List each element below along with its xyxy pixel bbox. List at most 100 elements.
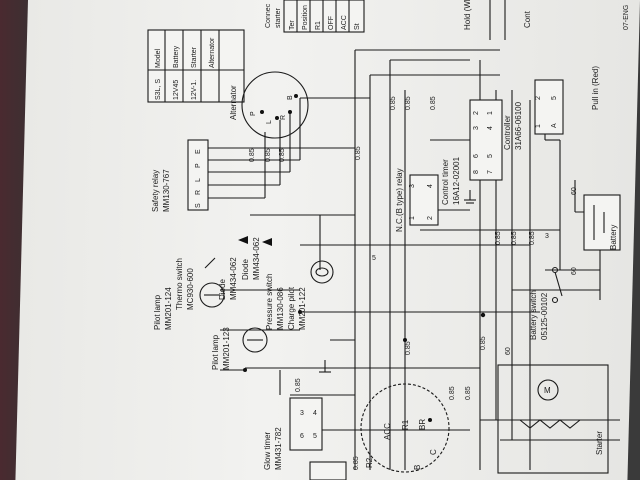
diode-a-label: Diode [218,279,227,300]
timer-terminal-5: 5 [487,154,494,158]
alternator: Alternator P L R B [229,71,309,139]
spec-value-starter: 12V-1. [191,80,198,100]
diode-b: Diode MM434-062 [241,237,272,280]
nc-relay-label: N.C.(B type) relay [395,168,404,232]
glow-timer-part: MM431-782 [274,427,283,470]
starter: M Starter [497,364,609,474]
charge-pilot-label: Charge pilot [287,286,296,330]
diode-a-part: MM434-062 [229,257,238,300]
wire-label: 60 [571,267,578,275]
nc-relay: N.C.(B type) relay 3 4 1 2 [395,168,439,232]
controller-terminal-5: 5 [551,96,558,100]
battery: Battery [583,194,621,251]
conn-table-title: Connec [265,3,272,28]
pull-in-label: Pull in (Red) [591,66,600,110]
safety-relay: Safety relay MM130-767 S R L P E [151,139,240,212]
control-timer: Control timer 16A12-02001 2 1 3 4 6 5 8 … [441,99,503,205]
spec-table: Model Battery Starter Alternator S3L, S … [147,29,245,103]
wire-label: 0.85 [511,231,518,245]
corner-label: 07-ENG [623,5,630,30]
wire-label: 0.85 [405,96,412,110]
battery-label: Battery [609,225,618,250]
pressure-switch-part: MM130-086 [276,287,285,330]
wire-label: 0.85 [430,96,437,110]
spec-row-model: Model [155,48,162,68]
timer-terminal-4: 4 [487,126,494,130]
key-terminal-br: BR [418,419,427,430]
starter-label: Starter [595,431,604,455]
conn-row-5: St [354,23,361,30]
conn-row-4: ACC [341,15,348,30]
wire-label: 0.85 [480,336,487,350]
alt-terminal-r: R [280,115,287,120]
motor-letter: M [544,386,551,395]
pilot-lamp-b-part: MM201-123 [222,327,231,370]
thermo-switch-part: MC930-600 [186,268,195,310]
relay-terminal-2: 2 [427,216,434,220]
battery-switch-part: 05125-00102 [540,292,549,340]
conn-table-subtitle: starter [275,7,282,28]
wire-label: 0.85 [465,386,472,400]
glow-terminal-6: 6 [300,433,304,440]
key-terminal-b: B [413,465,422,470]
pilot-lamp-thermo: Pilot lamp MM201-123 [211,327,268,370]
thermo-switch-label: Thermo switch [175,258,184,310]
spec-row-alternator: Alternator [209,37,216,68]
pilot-lamp-a-part: MM201-124 [164,287,173,330]
key-terminal-c: C [429,449,438,455]
key-switch: ACC R1 BR R2 B C [360,383,450,473]
glow-terminal-3: 3 [300,410,304,417]
ground-symbols [319,190,476,373]
controller-part: 31A66-06100 [514,101,523,150]
timer-terminal-3: 3 [473,126,480,130]
relay-terminal-3: 3 [409,184,416,188]
key-terminal-acc: ACC [383,423,392,440]
wire-label: 0.85 [449,386,456,400]
safety-relay-top-l: L [195,178,202,182]
safety-relay-part: MM130-767 [162,169,171,212]
glow-timer-label: Glow timer [263,431,272,470]
key-terminal-r2: R2 [365,457,374,468]
controller: Controller 31A66-06100 2 5 1 A Pull in (… [463,0,630,150]
wire-label: 3 [545,233,549,240]
diode-a: Diode MM434-062 [218,236,248,300]
wire-label: 0.85 [279,148,286,162]
wire-label: 0.85 [265,148,272,162]
spec-value-battery: 12V45 [173,80,180,100]
relay-terminal-1: 1 [409,216,416,220]
alt-terminal-b: B [287,95,294,100]
conn-row-1: Position [302,5,309,30]
glow-terminal-4: 4 [313,410,317,417]
timer-terminal-7: 7 [487,170,494,174]
glow-terminal-5: 5 [313,433,317,440]
controller-terminal-1: 1 [535,124,542,128]
controller-terminal-2: 2 [535,96,542,100]
timer-terminal-2: 2 [473,111,480,115]
relay-terminal-4: 4 [427,184,434,188]
wires [220,0,620,470]
thermo-switch: Thermo switch MC930-600 [175,257,216,310]
pressure-switch-label: Pressure switch [265,274,274,330]
conn-row-3: OFF [328,16,335,30]
spec-value-model: S3L, S [155,79,162,100]
wire-label: 60 [571,187,578,195]
safety-relay-top-r: R [195,190,202,195]
cont-label: Cont [523,10,532,28]
glow-timer: Glow timer MM431-782 3 4 6 5 [263,397,347,480]
spec-row-starter: Starter [191,46,198,68]
control-timer-part: 16A12-02001 [452,156,461,205]
charge-lamp [310,260,334,284]
alt-terminal-p: P [250,111,257,116]
diode-b-label: Diode [241,259,250,280]
pilot-lamp-a-label: Pilot lamp [153,294,162,330]
wire-label: 0.85 [295,378,302,392]
battery-switch: Battery switch 05125-00102 [529,266,563,340]
charge-pilot-part: MM201-122 [298,287,307,330]
pilot-lamp-b-label: Pilot lamp [211,334,220,370]
junction-dots [243,310,486,422]
timer-terminal-8: 8 [473,170,480,174]
controller-label: Controller [503,115,512,150]
control-timer-label: Control timer [441,159,450,205]
spec-row-battery: Battery [173,45,180,68]
